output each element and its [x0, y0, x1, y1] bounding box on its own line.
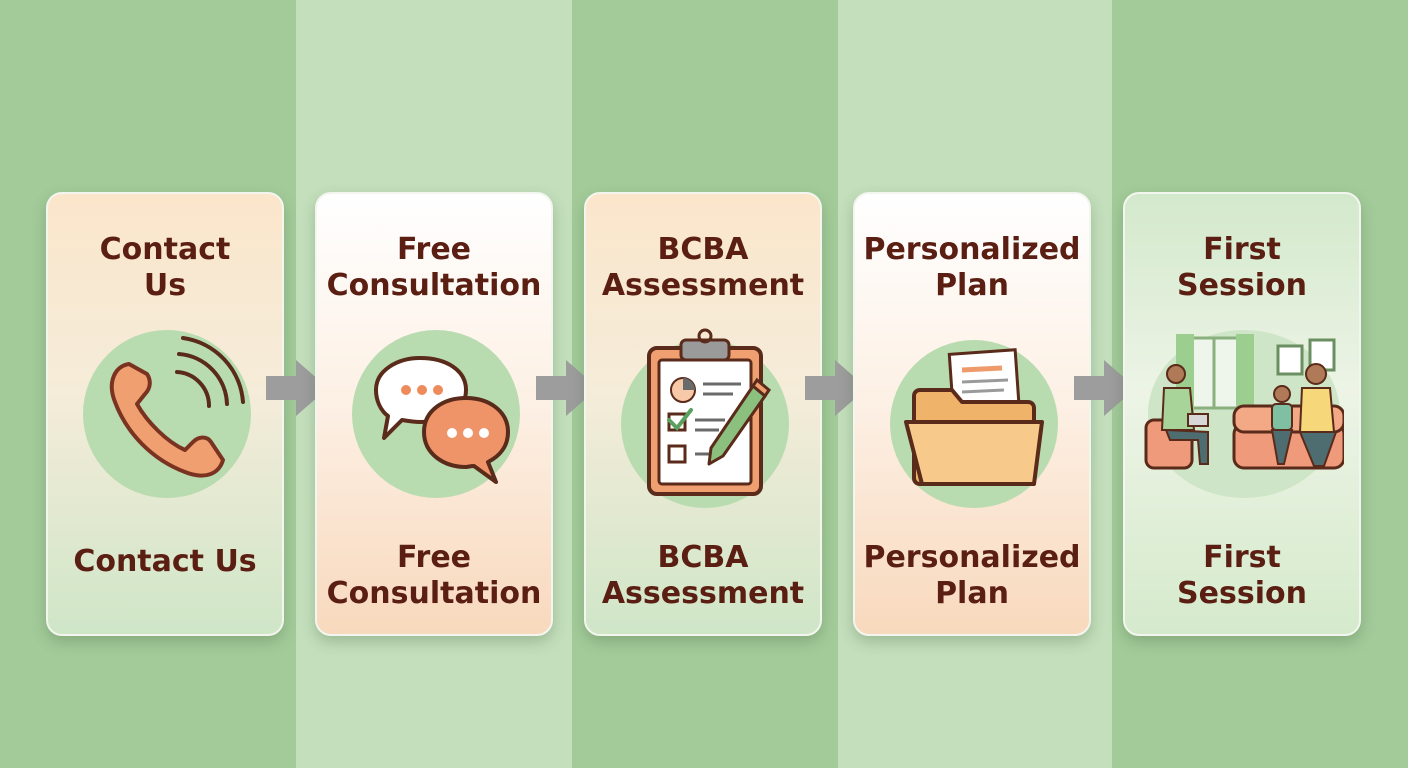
- step-card-first-session: First Session First Session: [1123, 192, 1361, 636]
- step-caption: Contact Us: [73, 544, 257, 579]
- arrow-right-icon: [1074, 358, 1138, 418]
- arrow-right-icon: [536, 358, 600, 418]
- step-title: First Session: [1177, 232, 1307, 303]
- step-caption: First Session: [1177, 540, 1307, 611]
- step-title: BCBA Assessment: [601, 232, 805, 303]
- step-title: Contact Us: [99, 232, 231, 303]
- folder-icon: [874, 314, 1074, 514]
- arrow-right-icon: [805, 358, 869, 418]
- clipboard-icon: [605, 314, 805, 514]
- step-title: Personalized Plan: [863, 232, 1081, 303]
- speech-bubbles-icon: [336, 314, 536, 514]
- step-title: Free Consultation: [326, 232, 542, 303]
- step-card-personalized-plan: Personalized Plan Personalized Plan: [853, 192, 1091, 636]
- arrow-right-icon: [266, 358, 330, 418]
- step-card-free-consultation: Free Consultation Free Consultation: [315, 192, 553, 636]
- step-caption: Personalized Plan: [863, 540, 1081, 611]
- family-session-icon: [1144, 314, 1344, 514]
- phone-icon: [67, 314, 267, 514]
- step-card-contact-us: Contact Us Contact Us: [46, 192, 284, 636]
- step-caption: Free Consultation: [326, 540, 542, 611]
- step-card-bcba-assessment: BCBA Assessment BCBA Assessment: [584, 192, 822, 636]
- step-caption: BCBA Assessment: [601, 540, 805, 611]
